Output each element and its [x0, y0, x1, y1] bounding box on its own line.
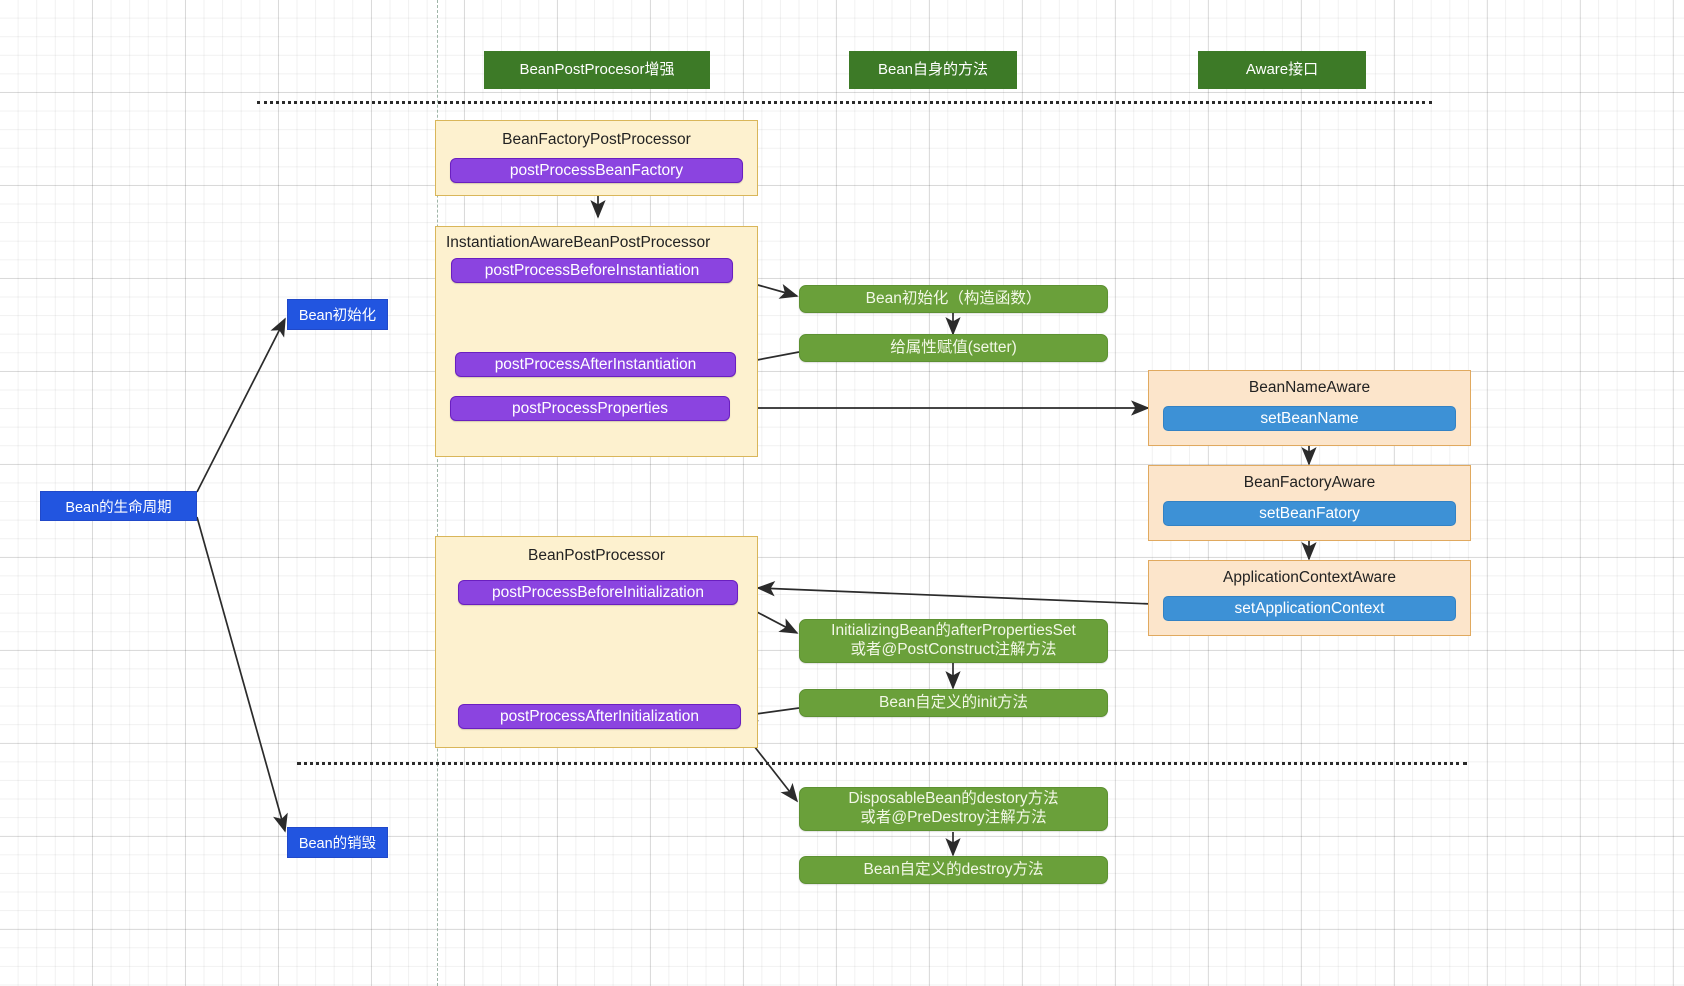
group-title-application-context-aware: ApplicationContextAware [1223, 569, 1396, 586]
legend-bean-own-methods[interactable]: Bean自身的方法 [849, 51, 1017, 89]
phase-bean-destruction[interactable]: Bean的销毁 [287, 827, 388, 858]
method-post-process-before-instantiation[interactable]: postProcessBeforeInstantiation [451, 258, 733, 283]
bean-method-after-properties-set[interactable]: InitializingBean的afterPropertiesSet 或者@P… [799, 619, 1108, 663]
method-post-process-properties[interactable]: postProcessProperties [450, 396, 730, 421]
group-title-instantiation-aware: InstantiationAwareBeanPostProcessor [446, 234, 711, 251]
method-post-process-before-initialization[interactable]: postProcessBeforeInitialization [458, 580, 738, 605]
group-title-bean-post-processor: BeanPostProcessor [528, 547, 665, 564]
method-post-process-after-instantiation[interactable]: postProcessAfterInstantiation [455, 352, 736, 377]
legend-aware-interface[interactable]: Aware接口 [1198, 51, 1366, 89]
vertical-guide-line [437, 0, 438, 986]
group-title-bean-factory-post-processor: BeanFactoryPostProcessor [502, 131, 691, 148]
bean-method-custom-init[interactable]: Bean自定义的init方法 [799, 689, 1108, 717]
bean-method-setter[interactable]: 给属性赋值(setter) [799, 334, 1108, 362]
root-bean-lifecycle[interactable]: Bean的生命周期 [40, 491, 197, 521]
dotted-separator-top [257, 101, 1432, 104]
group-title-bean-name-aware: BeanNameAware [1248, 379, 1371, 396]
dotted-separator-bottom [297, 762, 1467, 765]
bean-method-constructor[interactable]: Bean初始化（构造函数） [799, 285, 1108, 313]
method-set-application-context[interactable]: setApplicationContext [1163, 596, 1456, 621]
group-title-bean-factory-aware: BeanFactoryAware [1243, 474, 1376, 491]
method-post-process-after-initialization[interactable]: postProcessAfterInitialization [458, 704, 741, 729]
method-set-bean-name[interactable]: setBeanName [1163, 406, 1456, 431]
method-set-bean-factory[interactable]: setBeanFatory [1163, 501, 1456, 526]
legend-bean-post-processor[interactable]: BeanPostProcesor增强 [484, 51, 710, 89]
bean-method-disposable-destroy[interactable]: DisposableBean的destory方法 或者@PreDestroy注解… [799, 787, 1108, 831]
bean-method-custom-destroy[interactable]: Bean自定义的destroy方法 [799, 856, 1108, 884]
method-post-process-bean-factory[interactable]: postProcessBeanFactory [450, 158, 743, 183]
phase-bean-initialization[interactable]: Bean初始化 [287, 299, 388, 330]
